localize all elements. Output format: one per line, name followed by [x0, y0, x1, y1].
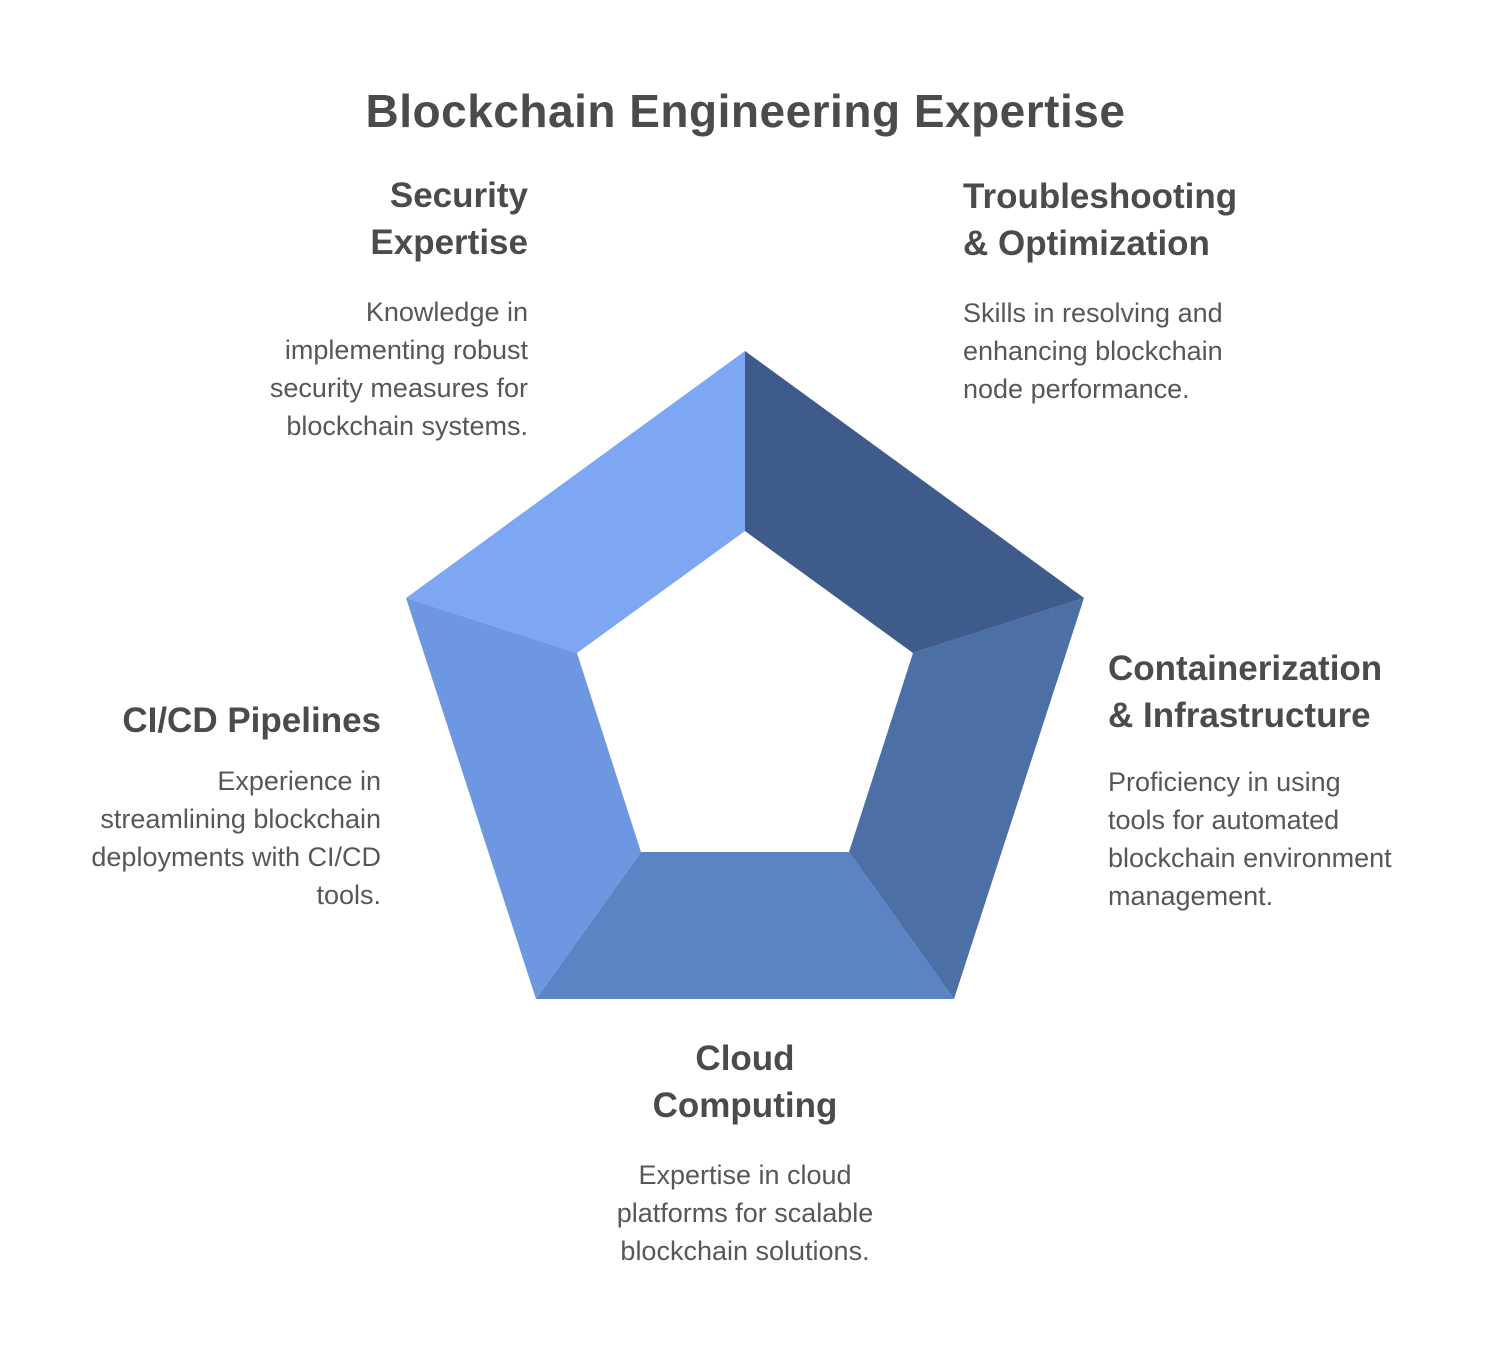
- section-cicd-description: Experience in streamlining blockchain de…: [91, 766, 381, 910]
- section-containerization-description: Proficiency in using tools for automated…: [1108, 767, 1392, 911]
- section-containerization: Containerization & Infrastructure Profic…: [1108, 645, 1453, 915]
- section-cloud-description: Expertise in cloud platforms for scalabl…: [616, 1160, 874, 1266]
- pentagon-segment-security-icon: [406, 351, 745, 653]
- section-troubleshooting-description: Skills in resolving and enhancing blockc…: [963, 298, 1223, 404]
- section-security-description: Knowledge in implementing robust securit…: [269, 297, 528, 441]
- section-troubleshooting: Troubleshooting & Optimization Skills in…: [963, 173, 1393, 408]
- pentagon-segment-cloud-icon: [536, 852, 954, 999]
- pentagon-segment-cicd-icon: [406, 598, 641, 999]
- section-security-heading: Security Expertise: [370, 176, 528, 262]
- section-cicd-heading: CI/CD Pipelines: [122, 701, 381, 740]
- pentagon-segment-containerization-icon: [849, 598, 1084, 999]
- section-cloud: Cloud Computing Expertise in cloud platf…: [535, 1035, 955, 1270]
- section-troubleshooting-heading: Troubleshooting & Optimization: [963, 177, 1238, 263]
- page-title: Blockchain Engineering Expertise: [365, 85, 1126, 137]
- section-security: Security Expertise Knowledge in implemen…: [128, 172, 528, 445]
- section-cicd: CI/CD Pipelines Experience in streamlini…: [21, 697, 381, 914]
- pentagon-segment-troubleshooting-icon: [745, 351, 1084, 653]
- section-containerization-heading: Containerization & Infrastructure: [1108, 649, 1383, 735]
- section-cloud-heading: Cloud Computing: [652, 1039, 838, 1125]
